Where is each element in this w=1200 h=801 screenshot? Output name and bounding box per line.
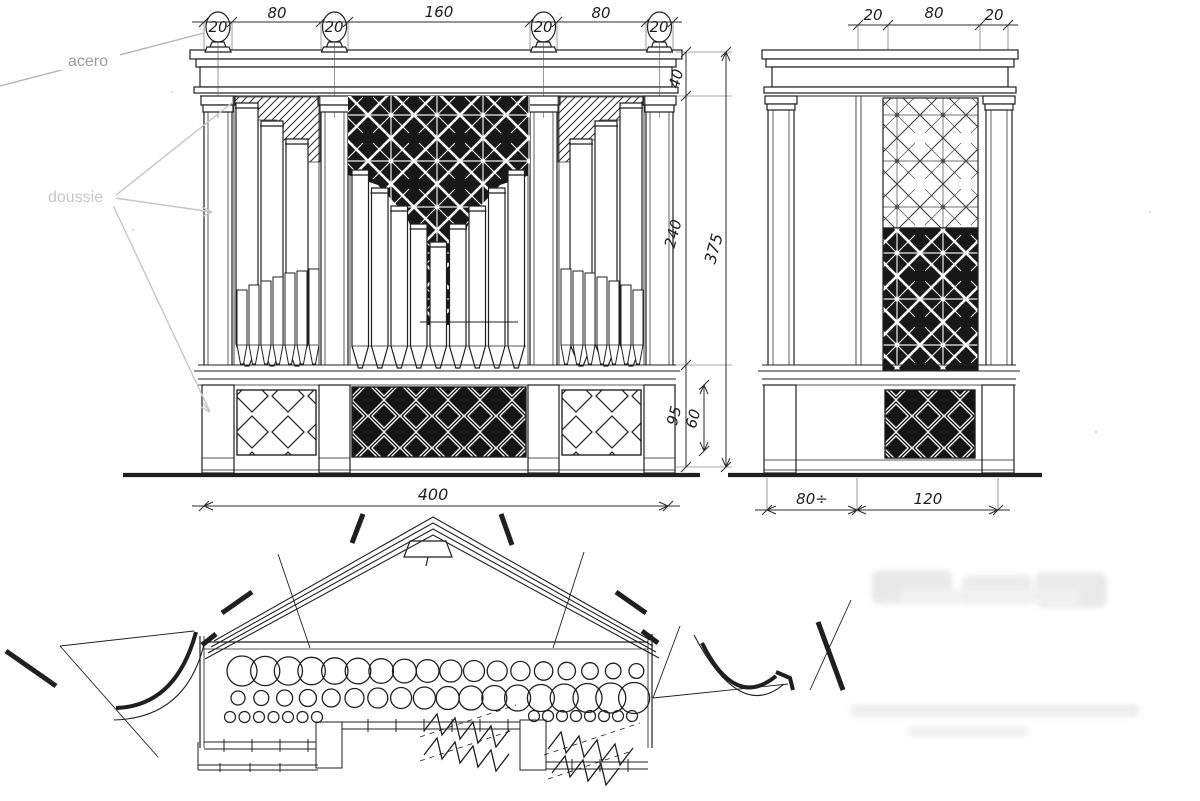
dim-text: 20	[984, 6, 1003, 24]
dimension-front-heights	[676, 46, 732, 473]
label-backing	[44, 184, 116, 206]
dim-text: 60	[682, 407, 704, 430]
side-cornice	[761, 49, 1019, 97]
label-backing	[60, 48, 120, 70]
star-fretwork-lower-dark	[882, 227, 979, 371]
front-pilasters	[200, 95, 677, 365]
front-base	[201, 384, 676, 474]
lattice-panel-right	[561, 389, 642, 456]
dim-text: 20	[649, 18, 668, 36]
pipe-field-left	[232, 96, 321, 367]
pipe-field-right	[557, 96, 646, 367]
plan-case-walls	[199, 634, 653, 748]
lattice-panel-center	[351, 386, 527, 458]
material-annotations: acero doussie	[0, 32, 234, 413]
side-pilasters	[764, 95, 1016, 365]
pipe-circles-row-large	[226, 655, 645, 687]
zigzag-vent-symbols	[419, 704, 641, 787]
dim-text: 20	[863, 6, 882, 24]
pipe-circles-row-small	[223, 709, 639, 724]
dim-text: 40	[665, 67, 687, 90]
wall-section-marks	[4, 513, 846, 691]
label-doussie: doussie	[48, 189, 103, 206]
dim-text: 80	[267, 4, 286, 22]
center-pipes	[351, 169, 526, 369]
finial-urn-icon	[645, 11, 674, 118]
finial-urn-icons	[204, 11, 674, 118]
right-wing-curve	[652, 625, 795, 699]
dim-text: 400	[418, 485, 449, 504]
dimension-side-depth	[755, 478, 1010, 516]
lattice-panel-side	[884, 389, 976, 459]
finial-urn-icon	[529, 11, 558, 118]
dim-text: 20	[533, 18, 552, 36]
dim-text: 20	[324, 18, 343, 36]
impost-molding	[194, 364, 680, 386]
dimension-labels: 20 80 20 160 20 80 20 40 240 95 60 375 4…	[208, 3, 1003, 508]
dim-text: 95	[663, 404, 685, 427]
star-fretwork-tympanum	[348, 96, 530, 325]
dim-text: 20	[208, 18, 227, 36]
side-fretwork-panel	[882, 97, 979, 371]
pipe-circles-row-middle	[230, 681, 651, 715]
label-acero: acero	[68, 53, 108, 70]
dim-text: 80	[924, 4, 943, 22]
small-front-pipes	[236, 268, 320, 365]
front-elevation-view	[123, 11, 700, 478]
dimensions: 20 80 20 160 20 80 20 40 240 95 60 375 4…	[192, 3, 1018, 516]
small-front-pipes	[560, 268, 644, 365]
finial-urn-icon	[204, 11, 232, 118]
dim-text: 80	[591, 4, 610, 22]
center-pilaster-plan	[403, 540, 453, 567]
front-cornice	[189, 49, 683, 97]
doussie-leader-lines	[111, 101, 234, 413]
lattice-panel-left	[236, 389, 317, 456]
dimension-side-top	[848, 19, 1018, 50]
side-base	[763, 384, 1015, 474]
scan-specks	[131, 13, 1151, 434]
side-elevation-view	[728, 49, 1042, 478]
gable-roof-lines	[204, 516, 660, 660]
finial-urn-icon	[320, 11, 349, 118]
star-fretwork-upper-light	[882, 97, 979, 229]
side-impost	[758, 364, 1020, 386]
pipe-field-center	[348, 96, 530, 369]
ghost-stamp-smudges	[850, 570, 1140, 737]
dimension-front-top	[192, 16, 682, 50]
dim-text: 160	[425, 3, 454, 21]
dim-text: 120	[914, 490, 943, 508]
dim-text: 80÷	[796, 490, 828, 508]
dimension-front-width	[192, 500, 680, 512]
windchest-walls	[197, 719, 648, 772]
plan-section-view	[4, 513, 852, 787]
section-cut-lines	[277, 551, 852, 691]
